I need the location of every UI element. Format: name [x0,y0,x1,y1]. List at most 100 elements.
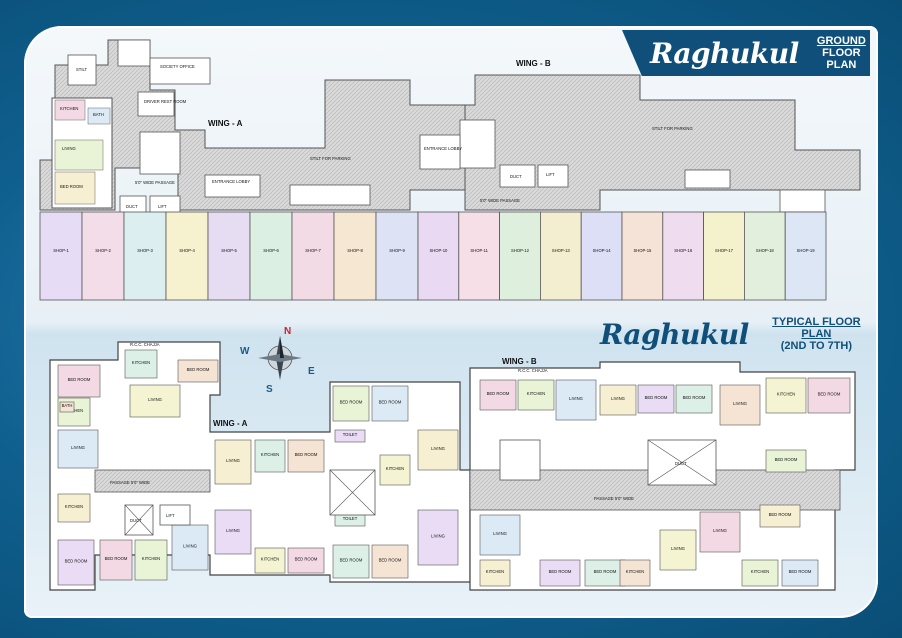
shop-1-unit [39,211,83,301]
shop-12-label: SHOP-12 [511,248,530,253]
compass-n: N [284,326,291,337]
ground-stilt-label-b: STILT FOR PARKING [652,126,693,131]
shop-13-unit [540,211,582,301]
ground-bath-label: BATH [93,112,104,117]
shop-17-unit [703,211,745,301]
typical-room-8 [129,384,181,418]
typical-room-43-label: BED ROOM [789,569,812,574]
ground-passage-lobby [289,184,371,206]
typical-title-box: Raghukul TYPICAL FLOOR PLAN (2ND TO 7TH) [588,312,870,356]
typical-room-28-label: LIVING [611,396,625,401]
typical-room-47-label: BATH [62,403,73,408]
ground-driver-rest-label: DRIVER REST ROOM [144,99,187,104]
ground-entrance-label-b: ENTRANCE LOBBY [424,146,462,151]
typical-room-11 [171,524,209,571]
typical-room-36 [479,559,511,587]
ground-society-office [149,57,211,85]
typical-room-23-label: BED ROOM [379,558,402,563]
shop-12-unit [499,211,541,301]
typical-wing-b-label: WING - B [502,357,537,366]
typical-room-39 [619,559,651,587]
typical-room-29 [637,384,675,414]
typical-room-3-label: LIVING [71,445,85,450]
ground-duct-b-label: DUCT [510,174,522,179]
typical-room-47 [59,401,75,413]
shop-16-unit [662,211,704,301]
shop-14-label: SHOP-14 [593,248,612,253]
typical-room-19 [371,385,409,422]
typical-room-32 [765,377,807,414]
shop-9-unit [375,211,419,301]
shop-1-label: SHOP-1 [53,248,69,253]
typical-room-38-label: BED ROOM [594,569,617,574]
typical-room-13-label: LIVING [226,528,240,533]
shop-5-label: SHOP-5 [221,248,237,253]
ground-duct-a-label: DUCT [126,204,138,209]
typical-room-45-label: TOILET [343,432,358,437]
shop-6-unit [249,211,293,301]
compass-e: E [308,366,315,377]
ground-living-label: LIVING [62,146,76,151]
typical-stair-b [499,439,541,481]
typical-room-16 [254,547,286,574]
ground-plan-title: GROUND FLOOR PLAN [813,35,870,71]
compass-w: W [240,346,250,357]
shop-11-label: SHOP-11 [470,248,488,253]
shop-16-label: SHOP-16 [674,248,693,253]
typical-room-9 [99,539,133,581]
typical-room-12-label: LIVING [226,458,240,463]
typical-room-29-label: BED ROOM [645,395,668,400]
typical-room-25 [479,379,517,411]
shop-15-label: SHOP-15 [633,248,652,253]
typical-room-11-label: LIVING [183,544,197,549]
ground-stair-a [139,131,181,175]
typical-plan-title: TYPICAL FLOOR PLAN (2ND TO 7TH) [763,316,870,352]
typical-room-44 [759,504,801,528]
typical-room-18 [332,385,370,422]
shop-18-label: SHOP-18 [756,248,775,253]
typical-room-9-label: BED ROOM [105,556,128,561]
typical-room-40-label: LIVING [671,546,685,551]
shop-6-label: SHOP-6 [263,248,279,253]
typical-chajja-label: R.C.C. CHAJJA [130,342,160,347]
typical-room-32-label: KITCHEN [777,392,795,397]
ground-bed-room [54,171,96,205]
typical-room-15 [287,439,325,473]
typical-room-14-label: KITCHEN [261,452,279,457]
shop-10-unit [417,211,460,301]
ground-lobby-b [684,169,731,189]
typical-room-17 [287,547,325,574]
shop-2-unit [81,211,125,301]
typical-room-33 [807,377,851,414]
ground-lift-b [537,164,569,188]
typical-passage-a-label: PASSAGE 5'0" WIDE [110,480,150,485]
shop-9-label: SHOP-9 [389,248,405,253]
typical-room-22-label: BED ROOM [340,558,363,563]
typical-wing-a-label: WING - A [213,419,248,428]
typical-room-1 [57,364,101,398]
typical-chajja-label-b: R.C.C. CHAJJA [518,368,548,373]
shop-5-unit [207,211,251,301]
ground-wing-b-label: WING - B [516,59,551,68]
ground-small-room [117,39,151,67]
typical-room-17-label: BED ROOM [295,557,318,562]
typical-room-5 [57,539,95,586]
shop-7-unit [291,211,335,301]
typical-room-34 [765,449,807,473]
typical-room-12 [214,439,252,485]
ground-brand: Raghukul [650,36,799,70]
typical-brand: Raghukul [600,317,749,351]
typical-duct-b-label: DUCT [675,461,687,466]
ground-plan-title-1: GROUND [816,35,866,47]
shop-10-label: SHOP-10 [429,248,448,253]
typical-room-37 [539,559,581,587]
typical-room-grid: BED ROOM KITCHEN LIVING KITCHEN BED ROOM KITC… [57,349,851,587]
shop-18-unit [744,211,786,301]
ground-entrance-a [204,174,261,198]
typical-room-27-label: LIVING [569,396,583,401]
compass-rose: N S E W [240,326,315,395]
typical-room-26-label: KITCHEN [527,391,545,396]
ground-title-box: Raghukul GROUND FLOOR PLAN [622,30,870,76]
typical-room-13 [214,509,252,555]
